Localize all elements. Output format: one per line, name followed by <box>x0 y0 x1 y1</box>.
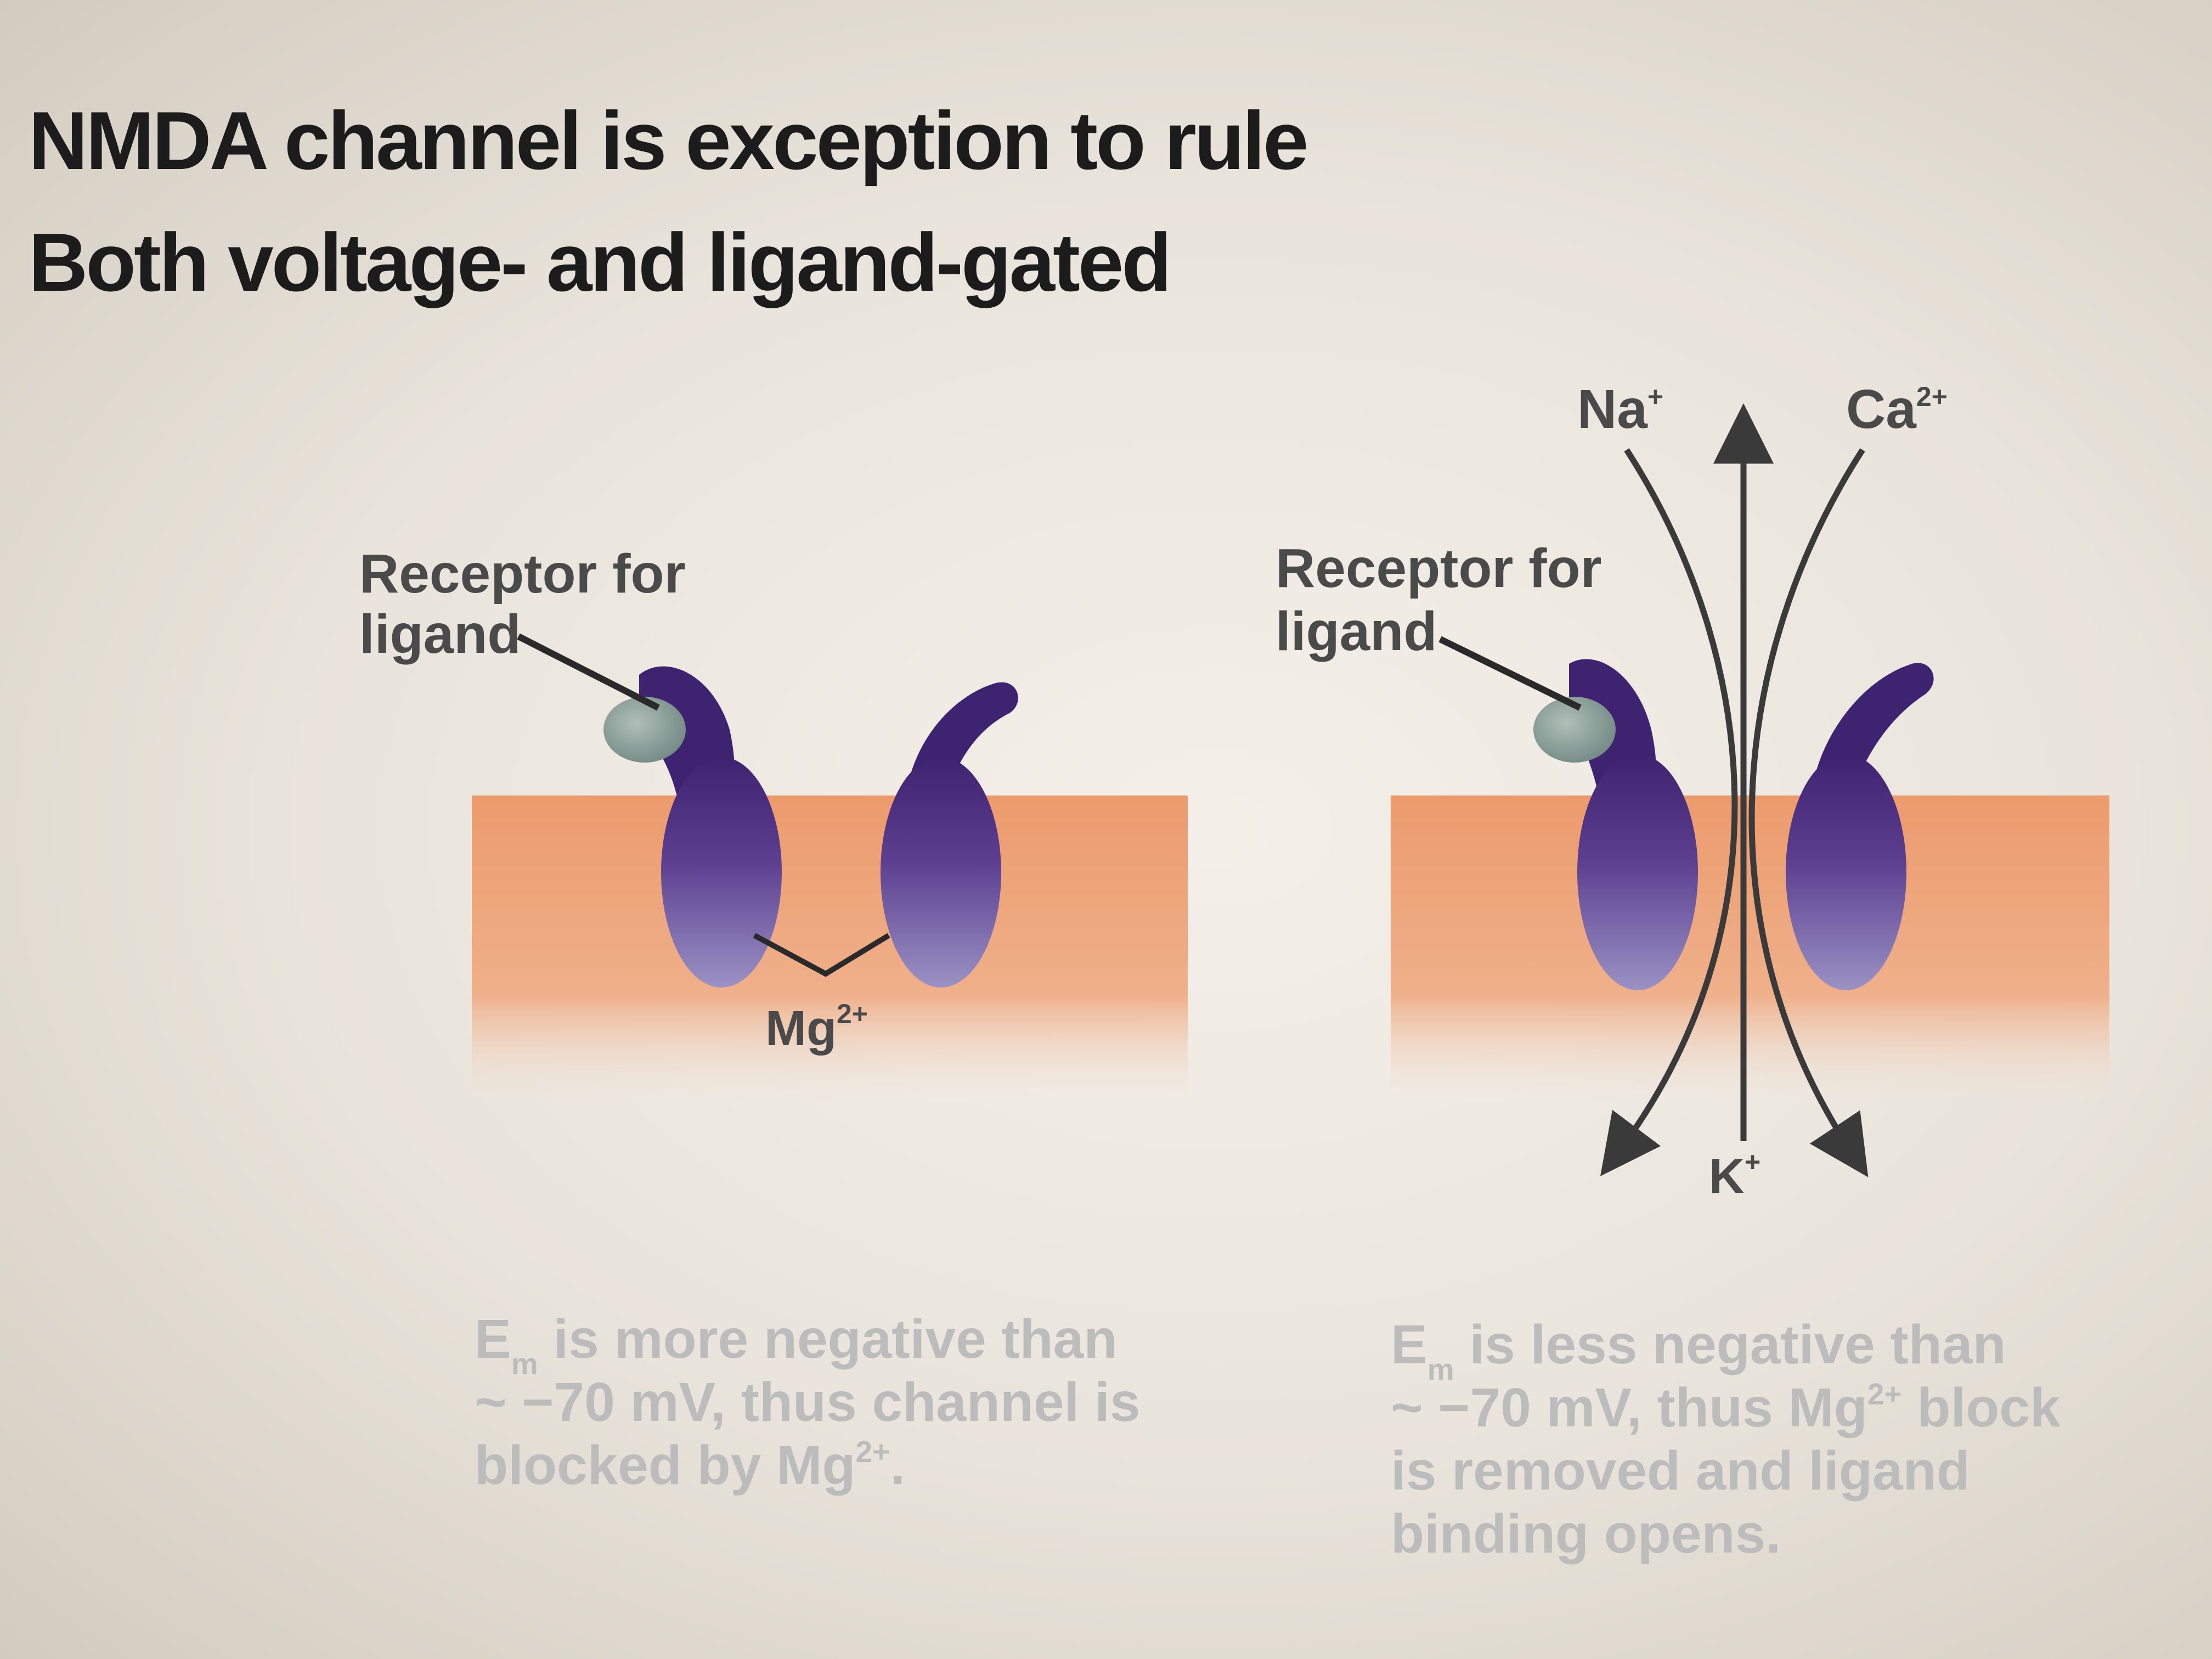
slide-title-line-1: NMDA channel is exception to rule <box>29 94 1309 187</box>
right-caption-line-3: is removed and ligand <box>1391 1440 1970 1502</box>
mg-label: Mg2+ <box>765 998 868 1056</box>
slide-title-line-2: Both voltage- and ligand-gated <box>29 216 1172 308</box>
right-panel: Na+ Ca2+ K+ Receptor for ligand Em is le… <box>1276 379 2109 1565</box>
ligand-ball-icon <box>1533 697 1616 763</box>
left-caption: Em is more negative than ~ −70 mV, thus … <box>475 1308 1141 1496</box>
receptor-pointer-line <box>517 633 660 711</box>
ion-flow-arrow-icon <box>1748 448 1869 1177</box>
left-caption-line-1: Em is more negative than <box>475 1308 1117 1381</box>
left-caption-line-3: blocked by Mg2+. <box>475 1435 905 1496</box>
left-caption-line-2: ~ −70 mV, thus channel is <box>475 1372 1141 1433</box>
receptor-pointer-line <box>1438 636 1582 711</box>
ligand-ball-icon <box>603 697 686 763</box>
ca-label: Ca2+ <box>1846 379 1948 440</box>
k-label: K+ <box>1709 1147 1760 1204</box>
right-caption-line-1: Em is less negative than <box>1391 1314 2006 1386</box>
channel-subunit-icon <box>881 682 1018 988</box>
right-caption: Em is less negative than ~ −70 mV, thus … <box>1391 1314 2061 1565</box>
left-receptor-label-line-2: ligand <box>359 603 521 665</box>
channel-subunit-icon <box>1786 663 1934 990</box>
mg-pointer-line <box>753 933 890 977</box>
right-caption-line-2: ~ −70 mV, thus Mg2+ block <box>1391 1377 2061 1438</box>
right-receptor-label-line-2: ligand <box>1276 601 1437 662</box>
membrane-block-icon <box>472 795 1188 1103</box>
left-panel: Receptor for ligand Mg2+ Em is more nega… <box>359 543 1188 1496</box>
na-label: Na+ <box>1577 379 1663 440</box>
right-caption-line-4: binding opens. <box>1391 1503 1781 1565</box>
ion-flow-arrow-icon <box>1600 448 1738 1177</box>
left-receptor-label-line-1: Receptor for <box>359 543 686 605</box>
right-receptor-label-line-1: Receptor for <box>1276 538 1602 599</box>
